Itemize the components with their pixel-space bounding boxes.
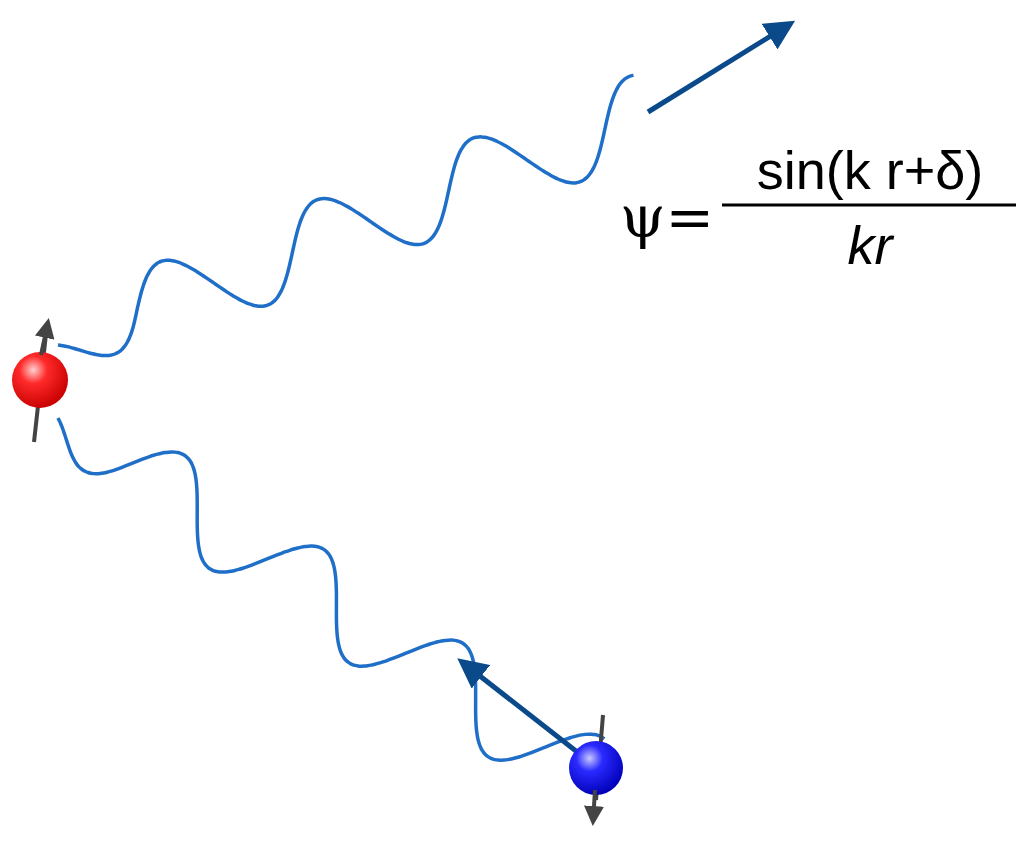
- fraction-bar: [722, 204, 1016, 207]
- formula-symbol: ψ=: [620, 188, 714, 246]
- formula-numerator: sin(k r+δ): [757, 143, 984, 197]
- wave-line: [58, 75, 634, 355]
- spin-arrow: [41, 322, 48, 355]
- outgoing-arrow: [648, 24, 790, 112]
- red-particle: [12, 352, 68, 408]
- spin-arrow: [593, 790, 595, 822]
- formula-denominator: kr: [848, 218, 893, 272]
- incoming-arrow: [462, 662, 590, 762]
- blue-particle: [569, 741, 623, 795]
- wave-lines: [58, 75, 634, 760]
